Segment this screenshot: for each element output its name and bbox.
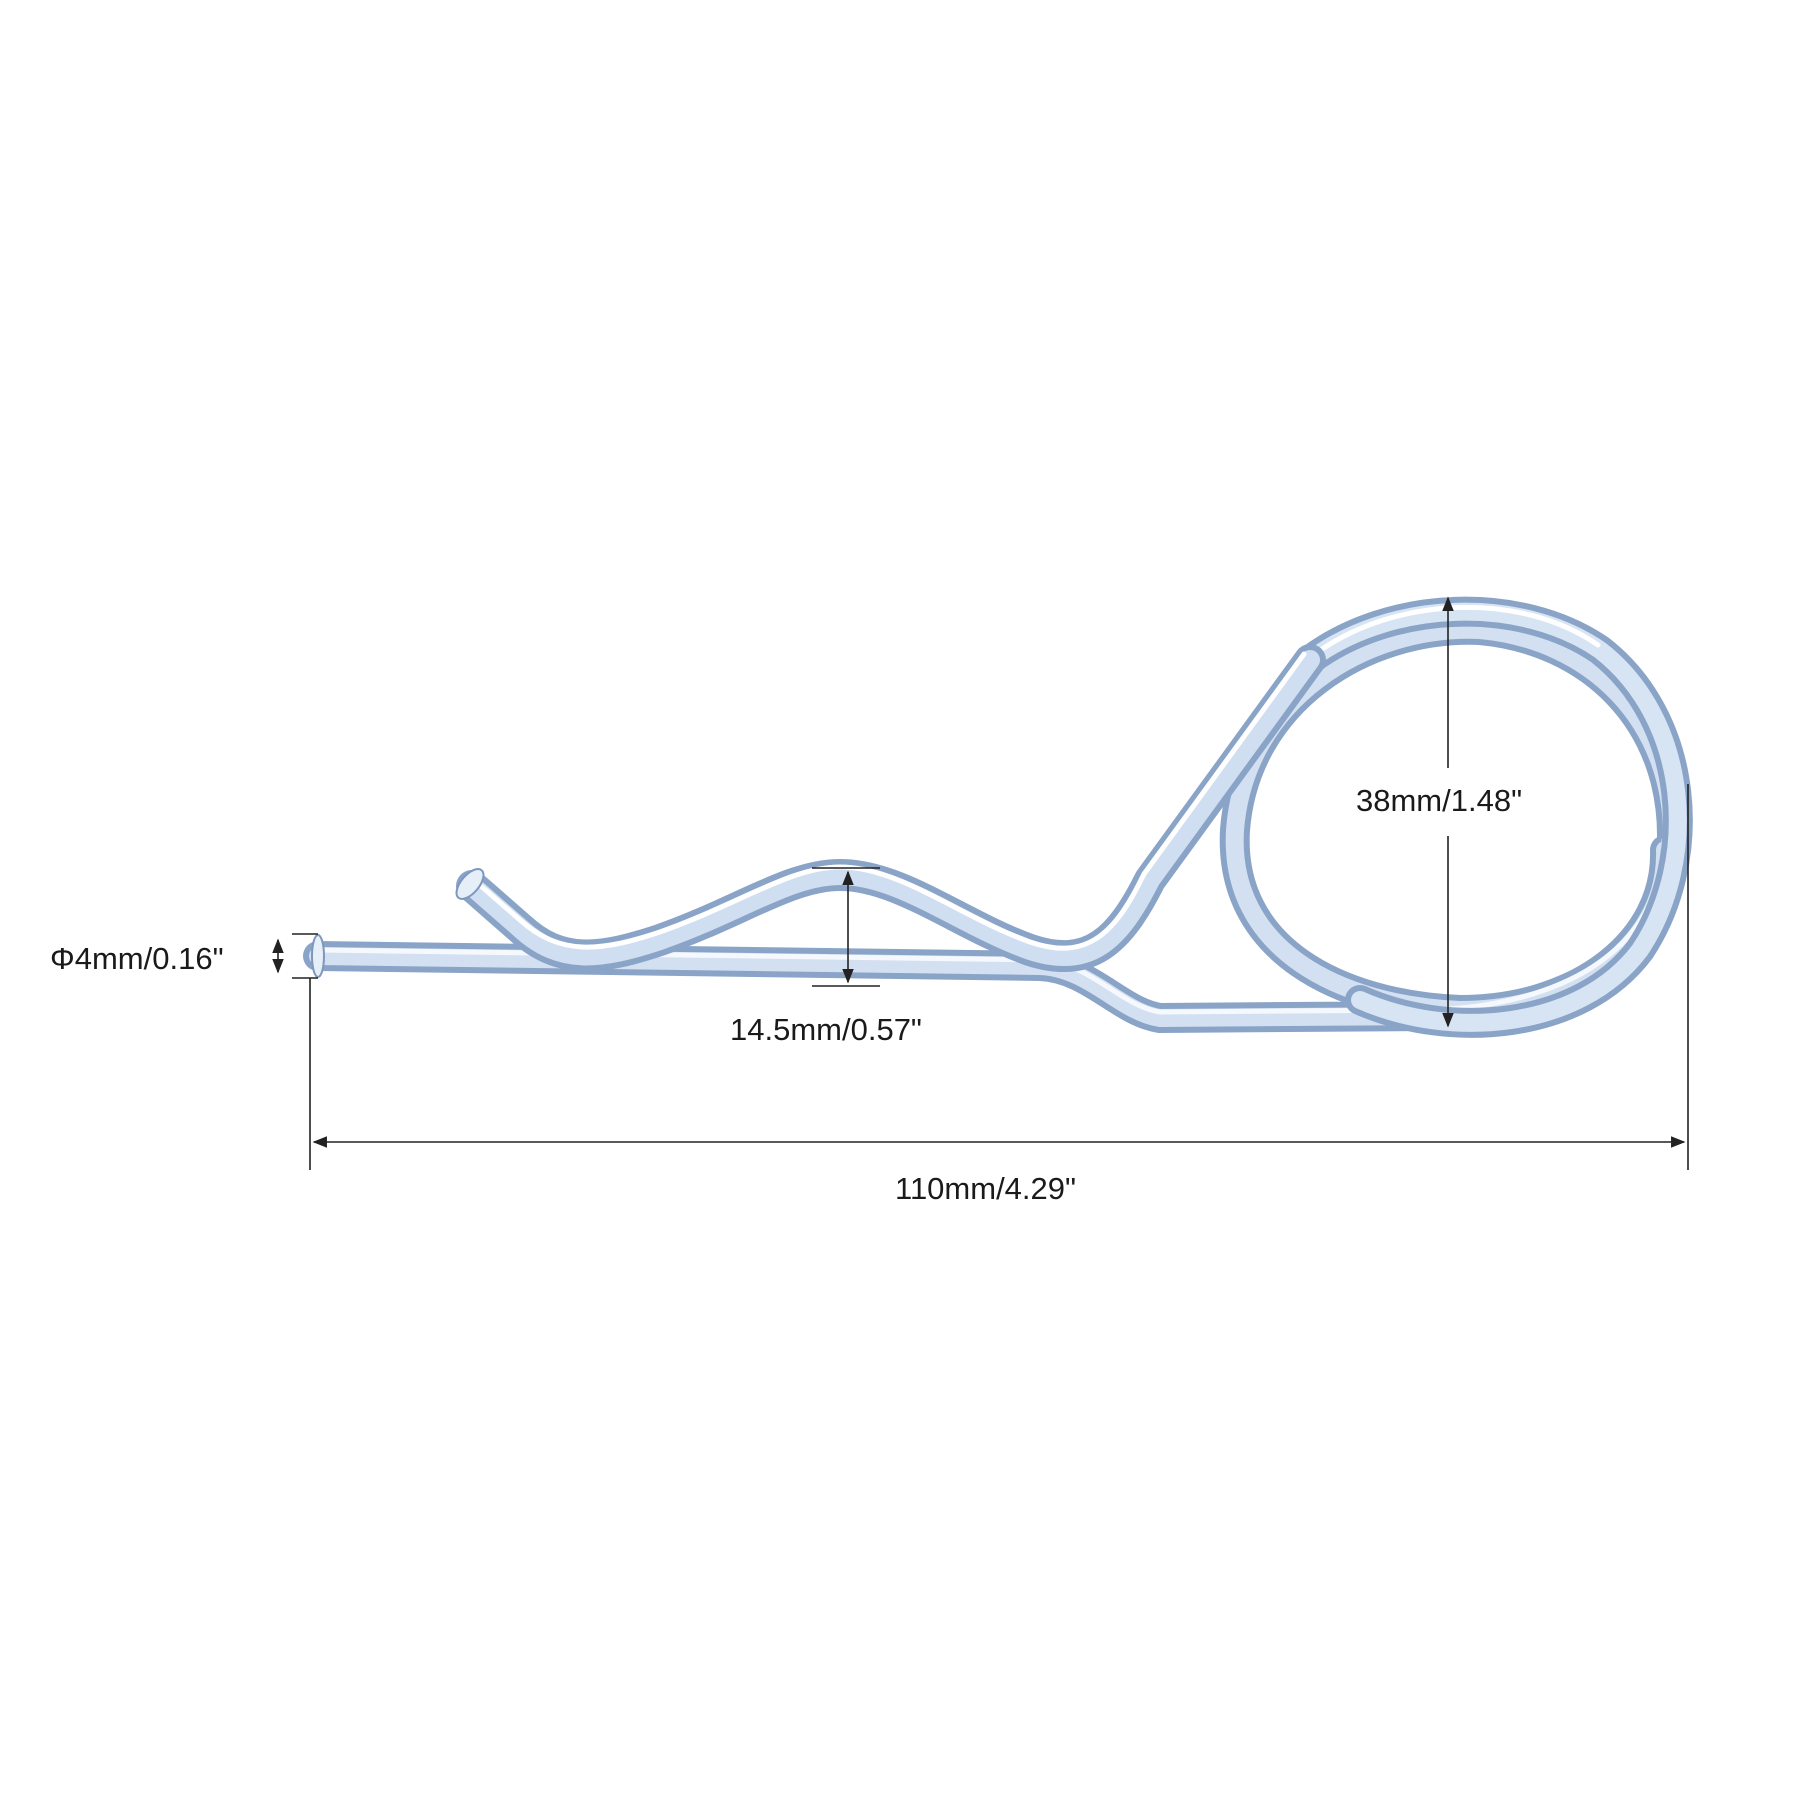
wavy-leg-end bbox=[455, 868, 485, 900]
loop-diameter-label: 38mm/1.48" bbox=[1356, 783, 1523, 818]
hitch-pin-clip bbox=[303, 596, 1693, 1038]
wire-diameter-label: Φ4mm/0.16" bbox=[50, 941, 224, 976]
straight-leg-end bbox=[311, 934, 325, 978]
wave-height-label: 14.5mm/0.57" bbox=[730, 1012, 922, 1047]
overall-length-label: 110mm/4.29" bbox=[895, 1171, 1077, 1206]
wavy-leg-wire bbox=[456, 644, 1326, 973]
dimension-lines bbox=[272, 596, 1689, 1170]
